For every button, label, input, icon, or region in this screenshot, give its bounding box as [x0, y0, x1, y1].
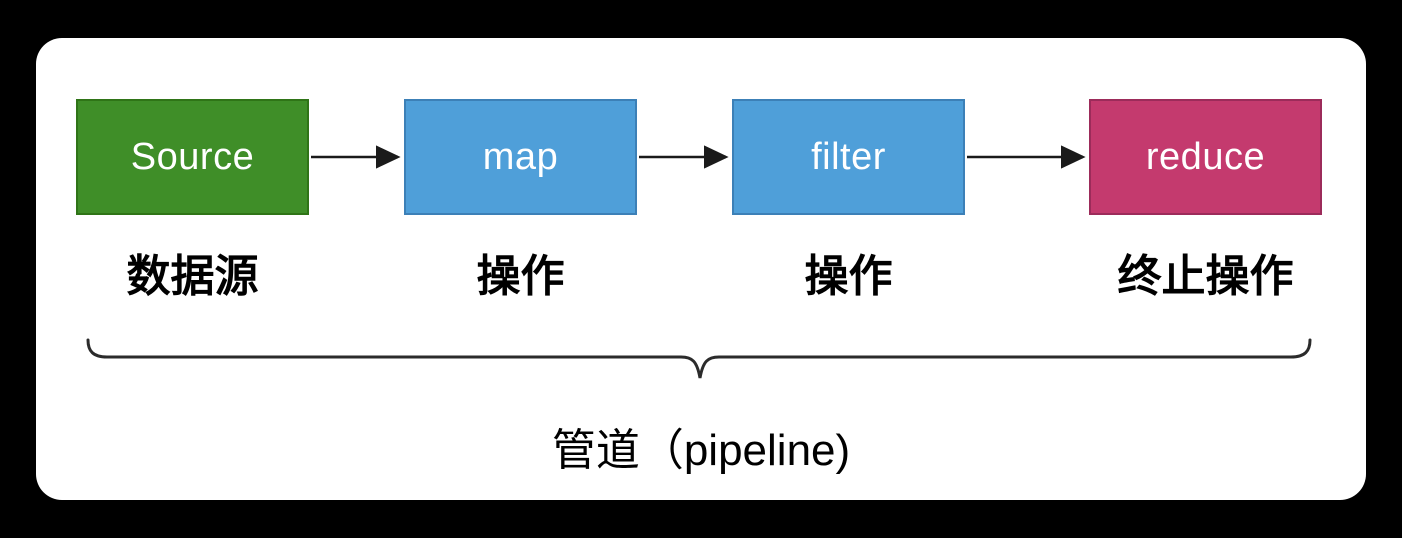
node-caption-source: 数据源: [126, 252, 259, 301]
diagram-canvas: Source map filter reduce 数据源 操作 操作 终止操作 …: [36, 38, 1366, 500]
node-map: map: [404, 99, 637, 215]
node-caption-reduce: 终止操作: [1117, 252, 1294, 301]
pipeline-brace: [86, 338, 1312, 379]
node-filter: filter: [732, 99, 965, 215]
node-reduce: reduce: [1089, 99, 1322, 215]
node-caption-map: 操作: [476, 252, 565, 301]
node-source: Source: [76, 99, 309, 215]
node-caption-filter: 操作: [804, 252, 893, 301]
pipeline-label: 管道（pipeline): [551, 426, 851, 475]
